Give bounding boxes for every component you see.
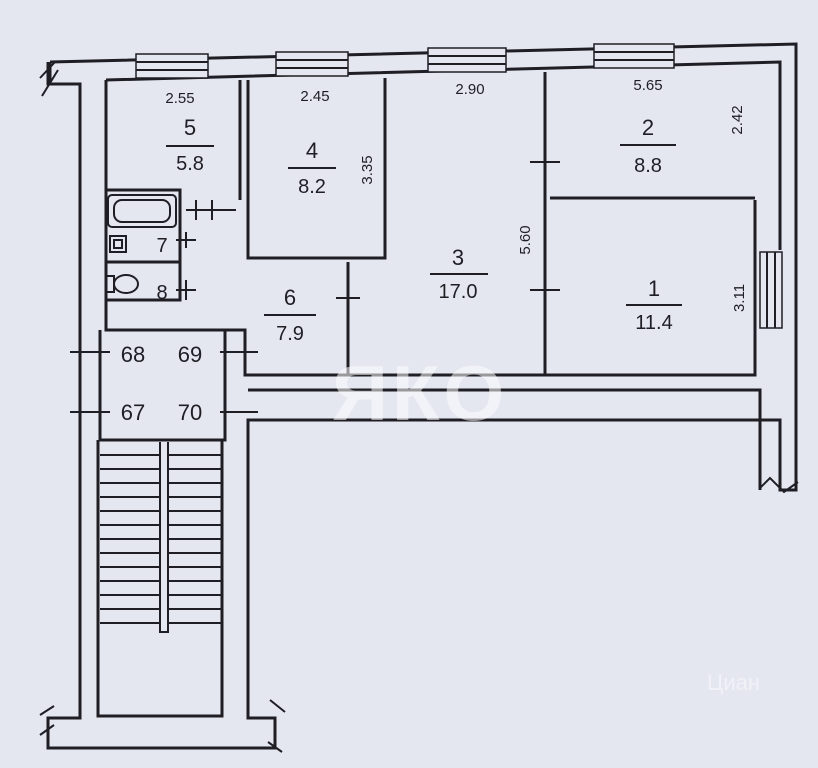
room-8-number: 8 (156, 282, 167, 304)
room-5-number: 5 (184, 115, 196, 140)
dim-room5-width: 2.55 (165, 90, 194, 107)
room-3-number: 3 (452, 245, 464, 270)
room-1-area: 11.4 (635, 312, 672, 334)
room-2-number: 2 (642, 115, 654, 140)
room-5-area: 5.8 (176, 153, 204, 175)
dim-room4-width: 2.45 (300, 88, 329, 105)
room-6-area: 7.9 (276, 323, 304, 345)
dim-room3-width: 2.90 (455, 81, 484, 98)
door-ticks (70, 150, 560, 413)
dim-room4-depth: 3.35 (359, 155, 376, 184)
dim-room2-width: 5.65 (633, 77, 662, 94)
dim-room1-depth: 3.11 (731, 284, 748, 312)
watermark-logo: ЯКО (332, 349, 508, 437)
stair-treads (100, 454, 222, 624)
room-6-number: 6 (284, 285, 296, 310)
room-1-number: 1 (648, 276, 660, 301)
outer-walls (39, 42, 799, 753)
dim-room2-depth: 2.42 (729, 105, 746, 134)
room-7-number: 7 (156, 235, 167, 257)
windows (135, 43, 783, 329)
apartment-68-label: 68 (121, 342, 145, 367)
room-4-area: 8.2 (298, 176, 326, 198)
dim-room3-depth: 5.60 (517, 225, 534, 254)
apartment-69-label: 69 (178, 342, 202, 367)
bathtub-icon (107, 194, 177, 228)
sink-icon (109, 235, 127, 253)
corner-watermark: Циан (707, 670, 760, 695)
apartment-70-label: 70 (178, 400, 202, 425)
room-2-area: 8.8 (634, 155, 662, 177)
room-4-number: 4 (306, 138, 318, 163)
toilet-icon (105, 274, 139, 294)
room-3-area: 17.0 (439, 281, 478, 303)
apartment-67-label: 67 (121, 400, 145, 425)
